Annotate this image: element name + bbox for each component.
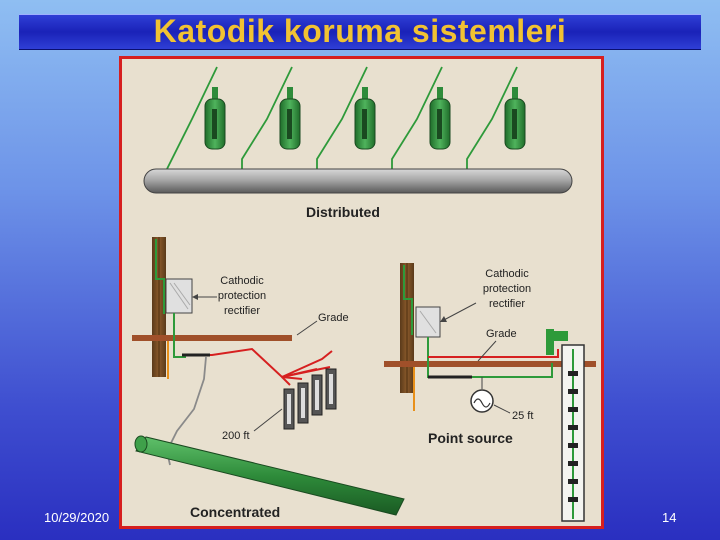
left-grade-label: Grade (318, 312, 349, 324)
slide-date: 10/29/2020 (44, 510, 110, 525)
slide-page-number: 14 (662, 510, 677, 525)
svg-text:Cathodic: Cathodic (220, 275, 264, 287)
svg-text:Cathodic: Cathodic (485, 268, 529, 280)
right-rectifier-arrow (441, 302, 477, 322)
cathodic-protection-diagram: Distributed (119, 56, 604, 529)
title-bar: Katodik koruma sistemleri (19, 13, 701, 50)
meter-icon (470, 377, 494, 413)
distributed-pipe (143, 168, 573, 194)
distributed-anodes (166, 66, 526, 187)
right-grade-arrow (477, 340, 497, 362)
svg-text:rectifier: rectifier (489, 298, 525, 310)
concentrated-label: Concentrated (190, 504, 280, 520)
anode-2 (279, 87, 301, 150)
svg-text:rectifier: rectifier (224, 305, 260, 317)
right-rectifier-assembly (384, 263, 596, 411)
svg-text:protection: protection (218, 290, 266, 302)
concentrated-pipe (134, 435, 405, 516)
left-anode-bed (283, 368, 337, 430)
anode-4 (429, 87, 451, 150)
left-distance-label: 200 ft (222, 430, 250, 442)
right-distance-arrow (493, 404, 511, 414)
slide-title: Katodik koruma sistemleri (153, 13, 567, 49)
right-rectifier-label: Cathodic protection rectifier (483, 268, 531, 310)
right-grade-label: Grade (486, 328, 517, 340)
left-grade-arrow (296, 320, 318, 336)
left-rectifier-label: Cathodic protection rectifier (218, 275, 266, 317)
anode-5 (504, 87, 526, 150)
point-source-label: Point source (428, 430, 513, 446)
right-distance-label: 25 ft (512, 410, 533, 422)
deep-well-anode (546, 329, 585, 522)
anode-3 (354, 87, 376, 150)
left-distance-arrow (253, 408, 283, 432)
svg-text:protection: protection (483, 283, 531, 295)
left-rectifier-assembly (132, 237, 292, 379)
left-red-wires (182, 347, 333, 386)
anode-1 (204, 87, 226, 150)
distributed-label: Distributed (306, 204, 380, 220)
diagram-canvas: Distributed (132, 66, 596, 522)
